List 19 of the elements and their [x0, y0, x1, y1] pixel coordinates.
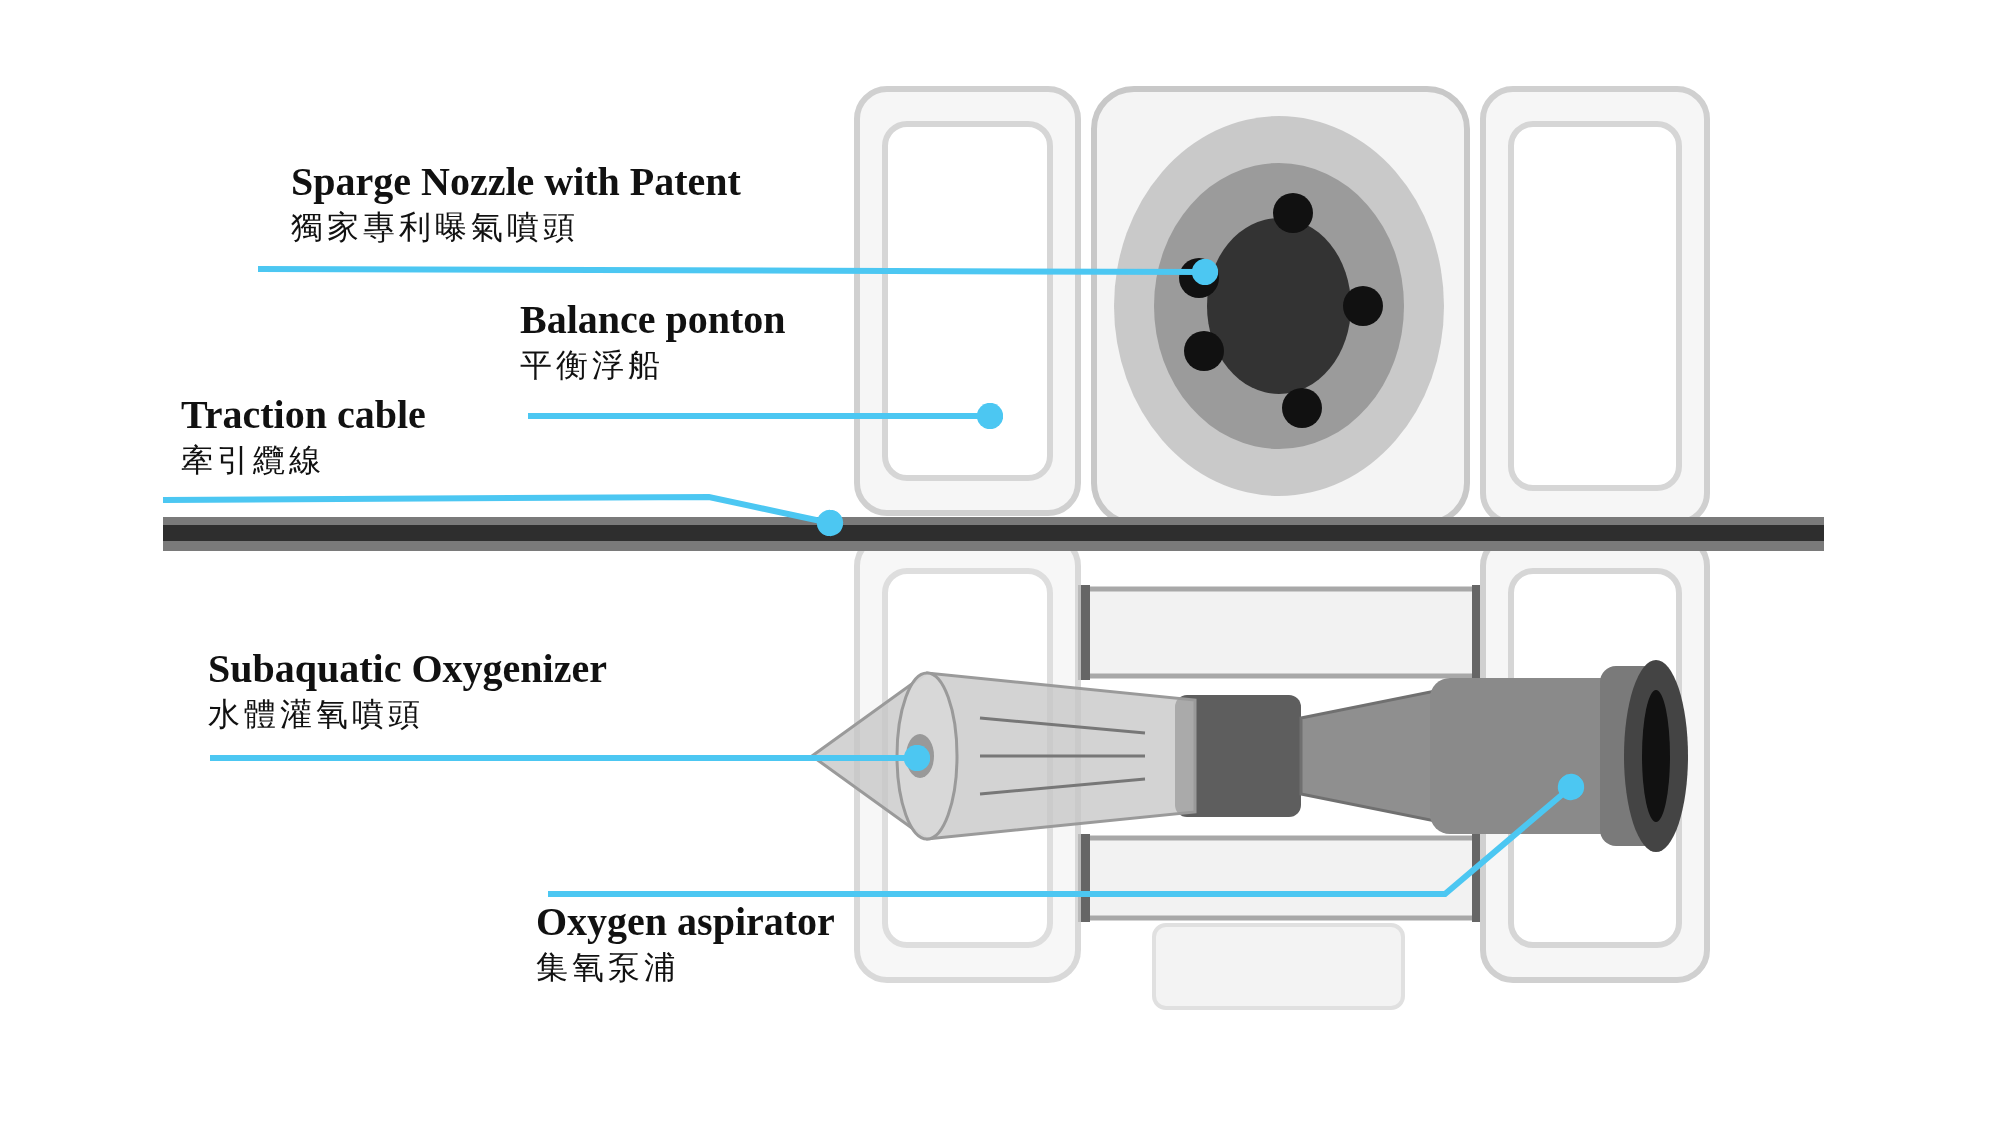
- part-name-chinese: 牽引纜線: [181, 440, 326, 481]
- part-name: Sparge Nozzle with Patent: [291, 158, 741, 206]
- cable-drawing: [163, 517, 1824, 551]
- part-name: Balance ponton: [520, 296, 786, 344]
- leader-line: [548, 773, 1585, 897]
- leader-line: [210, 744, 931, 772]
- part-name-chinese: 平衡浮船: [520, 345, 665, 386]
- oxygenizer-cone-drawing: [809, 671, 1197, 841]
- part-name-chinese: 集氧泵浦: [536, 947, 681, 988]
- part-name-chinese: 水體灌氧噴頭: [208, 694, 425, 735]
- leader-line: [528, 402, 1004, 430]
- part-name-chinese: 獨家專利曝氣噴頭: [291, 207, 580, 248]
- part-name: Oxygen aspirator: [536, 898, 835, 946]
- leader-line: [163, 494, 844, 537]
- leader-line: [258, 258, 1219, 286]
- part-name: Subaquatic Oxygenizer: [208, 645, 607, 693]
- sparge-nozzle-drawing: [1114, 116, 1444, 496]
- pontoon-drawing: [854, 86, 1081, 516]
- part-name: Traction cable: [181, 391, 426, 439]
